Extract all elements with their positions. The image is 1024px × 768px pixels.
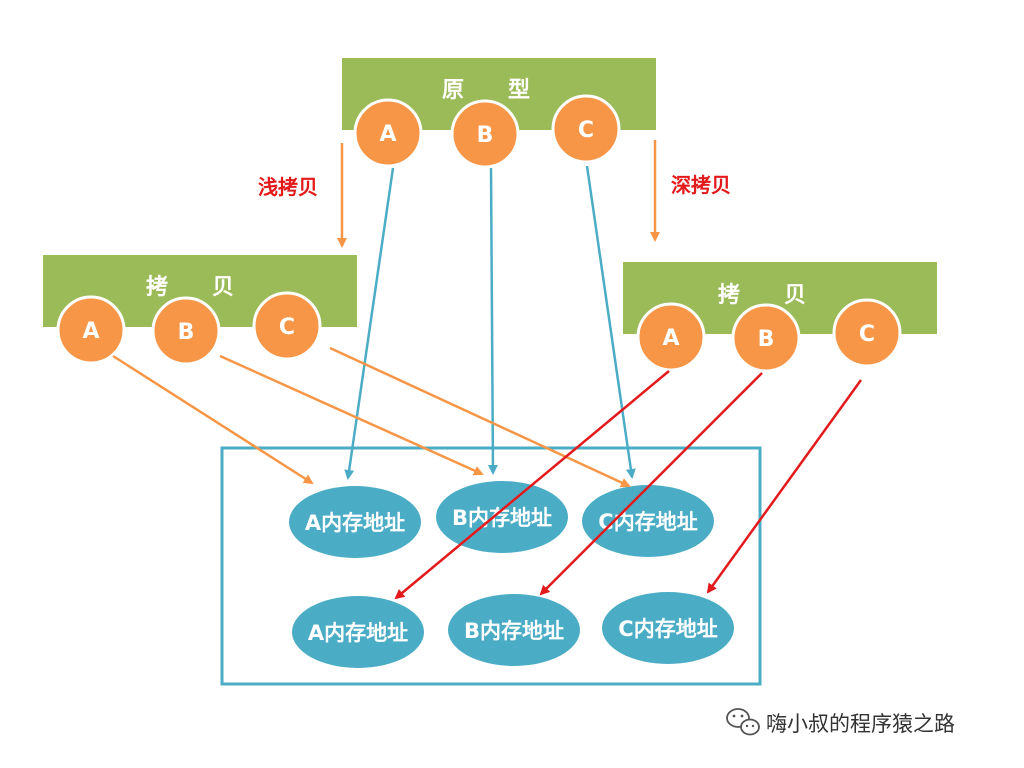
- shallow-copy-title: 拷 贝: [146, 274, 234, 300]
- shallow-b-ref-arrow: [219, 354, 484, 476]
- memory-c-1-label: C内存地址: [598, 510, 697, 534]
- shallow-prop-b-label: B: [178, 320, 195, 345]
- deep-prop-c: [832, 298, 902, 368]
- deep-copy-object: 拷 贝 A B C: [623, 262, 937, 373]
- shallow-prop-a-label: A: [82, 319, 99, 344]
- prototype-prop-a: [353, 98, 423, 168]
- deep-prop-b: [731, 303, 801, 373]
- deep-copy-label: 深拷贝: [671, 173, 731, 197]
- memory-b-2: [448, 594, 580, 666]
- prototype-prop-a-label: A: [379, 122, 396, 147]
- memory-a-2-label: A内存地址: [308, 621, 408, 645]
- memory-a-1-label: A内存地址: [305, 511, 405, 535]
- deep-a-ref-arrow: [394, 370, 670, 600]
- prototype-title: 原 型: [442, 78, 530, 103]
- prototype-c-ref-arrow: [585, 165, 636, 479]
- deep-prop-a: [636, 302, 706, 372]
- deep-b-ref-arrow: [539, 372, 763, 596]
- memory-a-2: [292, 596, 424, 668]
- shallow-prop-a: [56, 295, 126, 365]
- watermark: 嗨小叔的程序猿之路: [726, 708, 955, 736]
- shallow-copy-object: 拷 贝 A B C: [43, 255, 357, 366]
- deep-prop-c-label: C: [859, 322, 875, 347]
- memory-c-2-label: C内存地址: [618, 617, 717, 641]
- memory-b-1: [436, 481, 568, 553]
- memory-a-1: [289, 486, 421, 558]
- memory-c-2: [602, 592, 734, 664]
- prototype-b-ref-arrow: [487, 167, 498, 475]
- shallow-copy-label: 浅拷贝: [258, 175, 318, 199]
- prototype-prop-c-label: C: [578, 118, 594, 143]
- shallow-prop-c-label: C: [279, 315, 295, 340]
- deep-c-ref-arrow: [706, 379, 863, 594]
- memory-b-2-label: B内存地址: [464, 619, 564, 643]
- memory-c-1: [582, 485, 714, 557]
- prototype-a-ref-arrow: [344, 167, 395, 480]
- deep-prop-a-label: A: [662, 326, 679, 351]
- prototype-prop-b-label: B: [477, 123, 494, 148]
- prototype-prop-c: [551, 94, 621, 164]
- wechat-icon: [726, 708, 760, 736]
- shallow-prop-c: [252, 291, 322, 361]
- shallow-c-ref-arrow: [329, 346, 631, 488]
- deep-prop-b-label: B: [758, 327, 775, 352]
- shallow-a-ref-arrow: [112, 354, 314, 485]
- watermark-text: 嗨小叔的程序猿之路: [766, 712, 955, 736]
- memory-container: [220, 446, 762, 686]
- deep-copy-title: 拷 贝: [718, 282, 806, 308]
- shallow-prop-b: [151, 296, 221, 366]
- prototype-object: 原 型 A B C: [342, 58, 656, 169]
- prototype-prop-b: [450, 99, 520, 169]
